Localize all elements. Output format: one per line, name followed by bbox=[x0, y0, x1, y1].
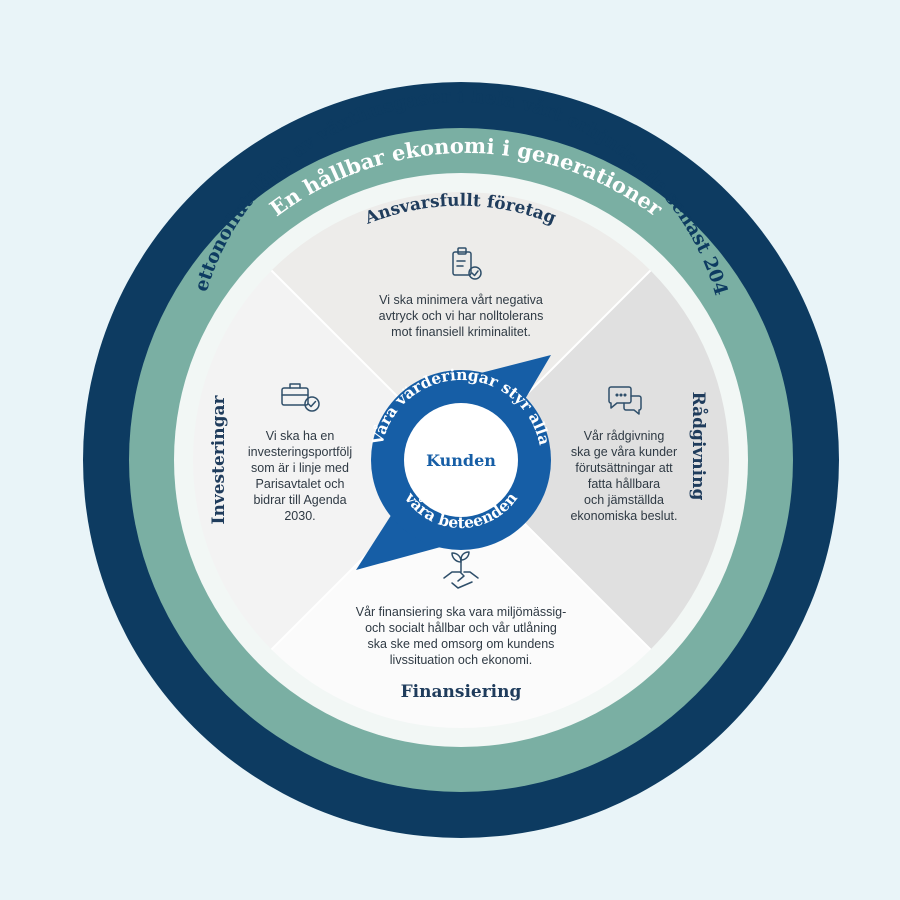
quadrant-bottom-text: Vår finansiering ska vara miljömässig- o… bbox=[320, 604, 602, 668]
quadrant-left-text: Vi ska ha en investeringsportfölj som är… bbox=[238, 428, 362, 524]
briefcase-check-icon bbox=[281, 383, 320, 412]
chat-bubbles-icon bbox=[608, 386, 642, 415]
center-title: Kunden bbox=[426, 451, 496, 470]
text-line: Vi ska ha en bbox=[265, 429, 335, 443]
text-line: förutsättningar att bbox=[575, 461, 673, 475]
quadrant-top-text: Vi ska minimera vårt negativa avtryck oc… bbox=[340, 292, 582, 340]
text-line: investeringsportfölj bbox=[247, 445, 353, 459]
text-line: fatta hållbara bbox=[587, 477, 661, 491]
center-disc bbox=[404, 403, 518, 517]
text-line: ska ske med omsorg om kundens bbox=[367, 637, 555, 651]
quadrant-bottom-title: Finansiering bbox=[400, 682, 522, 702]
text-line: mot finansiell kriminalitet. bbox=[391, 325, 531, 339]
text-line: 2030. bbox=[284, 509, 316, 523]
text-line: ska ge våra kunder bbox=[570, 445, 678, 459]
text-line: och socialt hållbar och vår utlåning bbox=[365, 621, 557, 635]
text-line: Parisavtalet och bbox=[255, 477, 345, 491]
text-line: som är i linje med bbox=[251, 461, 349, 475]
handshake-plant-icon bbox=[443, 551, 479, 589]
text-line: Vi ska minimera vårt negativa bbox=[379, 293, 543, 307]
text-line: avtryck och vi har nolltolerans bbox=[378, 309, 544, 323]
text-line: bidrar till Agenda bbox=[253, 493, 347, 507]
text-line: och jämställda bbox=[584, 493, 664, 507]
quadrant-right-text: Vår rådgivning ska ge våra kunder föruts… bbox=[558, 428, 690, 524]
text-line: ekonomiska beslut. bbox=[570, 509, 678, 523]
text-line: livssituation och ekonomi. bbox=[389, 653, 533, 667]
quadrant-left-title: Investeringar bbox=[209, 395, 229, 525]
clipboard-check-icon bbox=[452, 247, 482, 280]
text-line: Vår finansiering ska vara miljömässig- bbox=[355, 605, 567, 619]
text-line: Vår rådgivning bbox=[583, 429, 665, 443]
quadrant-right-title: Rådgivning bbox=[688, 391, 708, 501]
